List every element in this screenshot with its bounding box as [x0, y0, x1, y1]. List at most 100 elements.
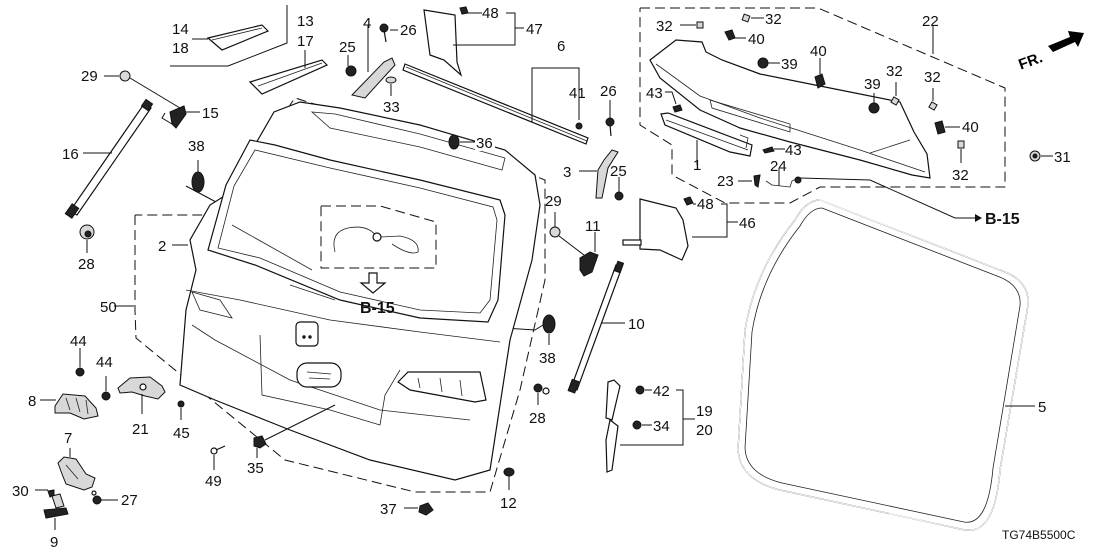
reference-b15-right: B-15: [985, 211, 1020, 228]
callout-44: 44: [96, 354, 113, 371]
part-29-bolt-right: [549, 226, 561, 238]
callout-32: 32: [886, 63, 903, 80]
callout-48: 48: [482, 5, 499, 22]
part-25-bolt-right: [614, 191, 624, 201]
callout-40: 40: [748, 31, 765, 48]
part-6-molding: [402, 63, 589, 145]
callout-32: 32: [924, 69, 941, 86]
part-21-striker-bracket: [117, 376, 166, 400]
callout-38: 38: [188, 138, 205, 155]
callout-36-backdrop: [475, 134, 495, 151]
callout-12: 12: [500, 495, 517, 512]
callout-27: 27: [121, 492, 138, 509]
part-43-screw: [672, 104, 683, 113]
part-7-lock-actuator: [57, 456, 96, 491]
callout-43: 43: [646, 85, 663, 102]
callout-43: 43: [785, 142, 802, 159]
rear-washer-harness: [333, 226, 419, 254]
callout-32: 32: [656, 18, 673, 35]
front-arrow-icon: [1048, 31, 1084, 52]
callout-18: 18: [172, 40, 189, 57]
part-40-clip: [724, 29, 736, 41]
callout-26: 26: [600, 83, 617, 100]
callout-29: 29: [545, 193, 562, 210]
callout-10: 10: [628, 316, 645, 333]
callout-37: 37: [380, 501, 397, 518]
part-33-washer: [385, 76, 397, 84]
part-23-clip: [753, 174, 761, 188]
callout-25: 25: [339, 39, 356, 56]
part-38-grommet-right: [542, 314, 556, 334]
callout-20: 20: [696, 422, 713, 439]
callout-8: 8: [28, 393, 36, 410]
callout-31: 31: [1054, 149, 1071, 166]
callout-14: 14: [172, 21, 189, 38]
part-2-tailgate: [179, 101, 541, 481]
part-10-gas-strut: [567, 260, 625, 394]
part-47-trim-panel: [423, 9, 463, 77]
part-36-grommet: [448, 134, 460, 150]
callout-33: 33: [383, 99, 400, 116]
part-40-clip: [934, 120, 946, 135]
part-19-20-tailgate-guide: [605, 379, 621, 473]
part-5-weatherstrip: [737, 199, 1029, 531]
part-11-bracket: [579, 251, 599, 277]
part-44-nut: [75, 367, 85, 377]
part-39-clip: [757, 57, 769, 69]
part-32-clip: [957, 140, 965, 149]
callout-45: 45: [173, 425, 190, 442]
part-3-hinge: [595, 149, 619, 199]
callout-29: 29: [81, 68, 98, 85]
part-34-nut: [632, 420, 642, 430]
callout-39: 39: [864, 76, 881, 93]
callout-38: 38: [539, 350, 556, 367]
part-41-clip: [575, 122, 583, 130]
part-42-nut: [635, 385, 645, 395]
callout-19: 19: [696, 403, 713, 420]
part-45-nut: [177, 400, 185, 408]
callout-15: 15: [202, 105, 219, 122]
part-garnish-13-17: [248, 59, 329, 95]
callout-25: 25: [610, 163, 627, 180]
reference-b15-center: B-15: [360, 300, 395, 317]
part-37-clip: [418, 502, 434, 516]
down-arrow-icon: [359, 272, 387, 294]
part-32-clip: [928, 101, 938, 111]
part-48-clip: [459, 6, 469, 15]
part-35-clip: [253, 435, 267, 449]
part-26-bolt-right: [605, 117, 615, 137]
part-1-high-mount-brake-light: [660, 112, 753, 157]
callout-9: 9: [50, 534, 58, 551]
callout-23: 23: [717, 173, 734, 190]
callout-42: 42: [653, 383, 670, 400]
callout-28: 28: [529, 410, 546, 427]
front-label: FR.: [1016, 49, 1045, 73]
part-32-clip: [890, 96, 900, 106]
callout-40: 40: [962, 119, 979, 136]
part-39-clip: [868, 102, 880, 114]
part-44-nut: [101, 391, 111, 401]
part-15-bracket: [169, 105, 187, 129]
callout-35: 35: [247, 460, 264, 477]
part-garnish-14-18: [206, 24, 270, 51]
diagram-code: TG74B5500C: [1002, 528, 1076, 542]
part-24-wire-harness: [765, 177, 799, 188]
callout-4: 4: [363, 15, 371, 32]
callout-22: 22: [922, 13, 939, 30]
part-22-spoiler: [649, 39, 931, 179]
callout-32: 32: [952, 167, 969, 184]
part-46-trim-panel: [639, 198, 689, 261]
part-9-switch: [43, 493, 69, 519]
part-25-bolt: [345, 65, 357, 77]
callout-40: 40: [810, 43, 827, 60]
callout-1: 1: [693, 157, 701, 174]
part-4-hinge: [351, 57, 396, 99]
callout-36: 36: [476, 135, 493, 152]
part-43-screw: [762, 146, 775, 154]
part-32-clip: [696, 21, 704, 29]
callout-11: 11: [585, 218, 601, 235]
callout-21: 21: [132, 421, 149, 438]
part-49-screw: [210, 445, 226, 455]
callout-30: 30: [12, 483, 29, 500]
